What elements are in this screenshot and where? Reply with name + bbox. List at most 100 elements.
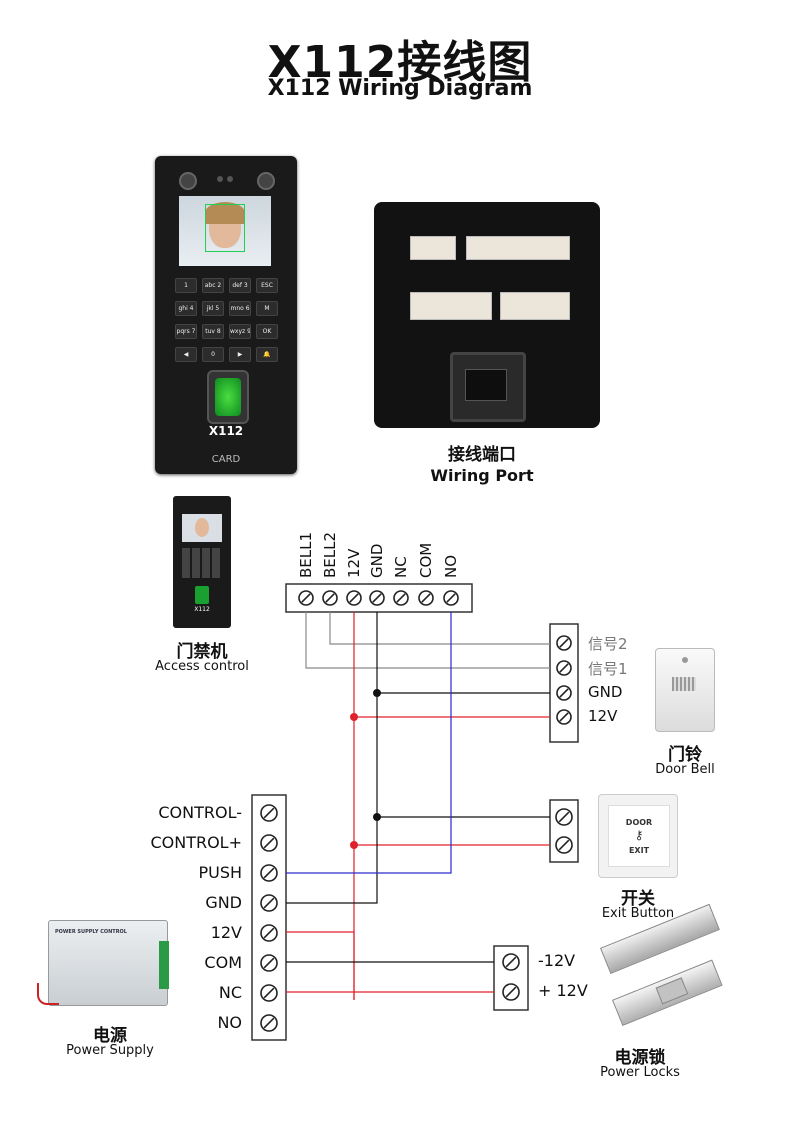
lock-terminal-screws bbox=[502, 953, 520, 1001]
screw-slot bbox=[421, 593, 431, 603]
power-terminal-label: 12V bbox=[210, 923, 242, 942]
keypad-key: ▶ bbox=[229, 347, 251, 362]
fingerprint-icon bbox=[195, 586, 209, 604]
power-terminal-label: GND bbox=[205, 893, 242, 912]
bell-hole-icon bbox=[682, 657, 688, 663]
screw-slot bbox=[263, 927, 275, 939]
power-locks-caption-en: Power Locks bbox=[600, 1065, 680, 1080]
keypad-key: mno 6 bbox=[229, 301, 251, 316]
wiring-port-caption-en: Wiring Port bbox=[430, 466, 534, 485]
junction-dot bbox=[350, 713, 358, 721]
terminal-label: BELL1 bbox=[297, 531, 315, 578]
exit-terminal-screws bbox=[555, 808, 573, 854]
screw-slot bbox=[325, 593, 335, 603]
power-terminal-strip bbox=[159, 941, 169, 989]
fingerprint-icon bbox=[215, 378, 241, 416]
bell-terminal-label: GND bbox=[588, 683, 623, 701]
access-control-caption-en: Access control bbox=[155, 659, 249, 674]
connector-block bbox=[466, 236, 570, 260]
face-screen bbox=[179, 196, 271, 266]
power-terminal-label: PUSH bbox=[198, 863, 242, 882]
screw-slot bbox=[301, 593, 311, 603]
power-locks-caption-cn: 电源锁 bbox=[614, 1048, 666, 1068]
keypad-key: 0 bbox=[202, 347, 224, 362]
door-bell-caption-cn: 门铃 bbox=[668, 745, 702, 765]
device-model-label: X112 bbox=[208, 424, 244, 438]
junction-dot bbox=[373, 813, 381, 821]
exit-face-top: DOOR bbox=[625, 818, 653, 827]
door-bell-caption-en: Door Bell bbox=[655, 762, 715, 777]
screw-slot bbox=[263, 1017, 275, 1029]
small-keypad bbox=[182, 548, 222, 578]
lock-terminal-label: -12V bbox=[538, 951, 576, 970]
terminal-label: NO bbox=[442, 554, 460, 578]
power-supply-caption-cn: 电源 bbox=[93, 1026, 127, 1046]
screw-slot bbox=[558, 811, 570, 823]
connector-block bbox=[410, 236, 456, 260]
screw-slot bbox=[263, 897, 275, 909]
camera-icon bbox=[179, 172, 197, 190]
power-terminal-screws bbox=[260, 804, 278, 1032]
diagram-title-en: X112 Wiring Diagram bbox=[267, 76, 533, 101]
terminal-block-power bbox=[251, 794, 287, 1041]
keypad-key: ◀ bbox=[175, 347, 197, 362]
key-icon: ⚷ bbox=[634, 828, 644, 842]
wire-bell2 bbox=[329, 612, 550, 645]
power-terminal-label: COM bbox=[204, 953, 242, 972]
exit-button-photo: DOOR ⚷ EXIT bbox=[598, 794, 678, 878]
screw-slot bbox=[396, 593, 406, 603]
terminal-label: 12V bbox=[345, 548, 363, 578]
power-terminal-label: CONTROL+ bbox=[150, 833, 242, 852]
screw-slot bbox=[505, 986, 517, 998]
keypad-key: pqrs 7 bbox=[175, 324, 197, 339]
bell-terminal-label: 信号1 bbox=[588, 660, 628, 678]
junction-dot bbox=[373, 689, 381, 697]
screw-slot bbox=[559, 688, 569, 698]
bell-terminal-screws bbox=[556, 635, 572, 725]
camera-icon bbox=[257, 172, 275, 190]
keypad-key: tuv 8 bbox=[202, 324, 224, 339]
exit-face-bottom: EXIT bbox=[628, 846, 650, 855]
keypad-key: OK bbox=[256, 324, 278, 339]
bell-terminal-label: 12V bbox=[588, 707, 618, 725]
screw-slot bbox=[559, 638, 569, 648]
keypad-key: M bbox=[256, 301, 278, 316]
wire-no-push bbox=[286, 612, 452, 874]
exit-button-caption-cn: 开关 bbox=[621, 889, 655, 909]
terminal-label: BELL2 bbox=[321, 531, 339, 578]
power-supply-photo: POWER SUPPLY CONTROL bbox=[37, 920, 169, 1006]
power-terminal-label: NO bbox=[217, 1013, 242, 1032]
fingerprint-sensor bbox=[207, 370, 249, 424]
screw-slot bbox=[559, 663, 569, 673]
wire-gnd-trunk bbox=[286, 612, 378, 904]
keypad-key: def 3 bbox=[229, 278, 251, 293]
wire-bell1 bbox=[305, 612, 550, 669]
keypad-key: 1 bbox=[175, 278, 197, 293]
diagram-title-cn: X112接线图 bbox=[267, 37, 533, 88]
terminal-label: NC bbox=[392, 556, 410, 578]
screw-slot bbox=[263, 807, 275, 819]
keypad-key: 🔔 bbox=[256, 347, 278, 362]
face-frame-icon bbox=[205, 204, 245, 252]
power-supply-caption-en: Power Supply bbox=[66, 1043, 154, 1058]
keypad-key: ESC bbox=[256, 278, 278, 293]
power-cable bbox=[37, 983, 59, 1005]
screw-slot bbox=[446, 593, 456, 603]
screw-slot bbox=[559, 712, 569, 722]
device-brand-logo: CARD bbox=[211, 454, 241, 465]
keypad-key: jkl 5 bbox=[202, 301, 224, 316]
connector-block bbox=[410, 292, 492, 320]
keypad-key: ghi 4 bbox=[175, 301, 197, 316]
small-screen bbox=[182, 514, 222, 542]
screw-slot bbox=[263, 957, 275, 969]
bell-terminal-label: 信号2 bbox=[588, 635, 628, 653]
screw-slot bbox=[263, 867, 275, 879]
junction-dot bbox=[350, 841, 358, 849]
exit-button-caption-en: Exit Button bbox=[601, 906, 675, 921]
lock-terminal-label: + 12V bbox=[538, 981, 588, 1000]
keypad-key: abc 2 bbox=[202, 278, 224, 293]
wiring-port-photo bbox=[374, 202, 600, 428]
